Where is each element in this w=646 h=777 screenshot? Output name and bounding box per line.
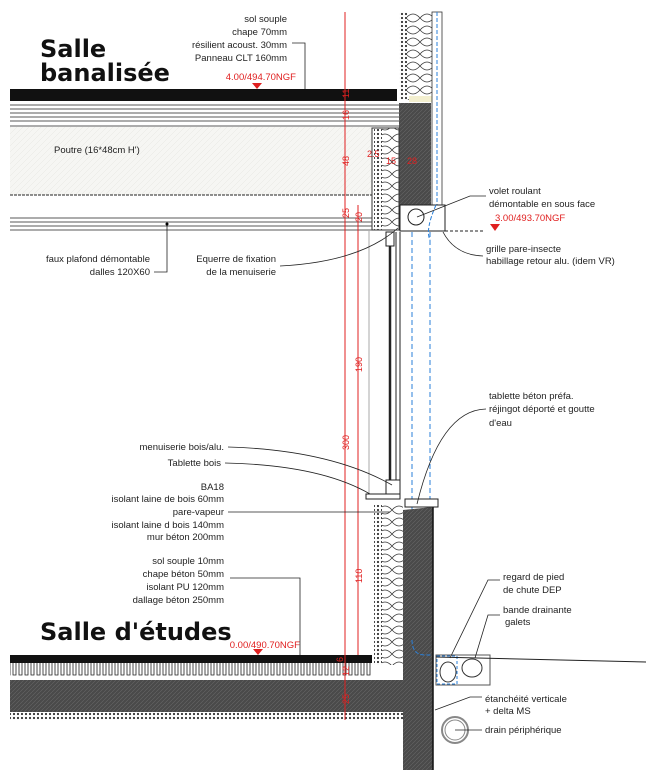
beam-label: Poutre (16*48cm H') bbox=[54, 145, 140, 156]
false-ceiling bbox=[10, 217, 372, 231]
svg-text:6: 6 bbox=[335, 657, 345, 662]
svg-text:chape béton 50mm: chape béton 50mm bbox=[143, 569, 224, 580]
shutter-annotation: volet roulant démontable en sous face bbox=[416, 186, 595, 218]
dimension-lines bbox=[344, 12, 359, 720]
level-marker-icon bbox=[490, 224, 500, 231]
concrete-sill bbox=[404, 498, 439, 508]
level-marker-icon bbox=[252, 83, 262, 89]
svg-text:48: 48 bbox=[341, 156, 351, 166]
svg-text:de chute DEP: de chute DEP bbox=[503, 585, 562, 596]
svg-text:dallage béton 250mm: dallage béton 250mm bbox=[133, 595, 224, 606]
svg-text:grille pare-insecte: grille pare-insecte bbox=[486, 244, 561, 255]
svg-text:drain périphérique: drain périphérique bbox=[485, 725, 562, 736]
wall-annotation: BA18 isolant laine de bois 60mm pare-vap… bbox=[112, 482, 390, 543]
title-upper-room: Salle bbox=[40, 35, 106, 63]
svg-text:résilient acoust. 30mm: résilient acoust. 30mm bbox=[192, 40, 287, 51]
svg-text:volet roulant: volet roulant bbox=[489, 186, 541, 197]
drainage-strip-annotation: bande drainante galets bbox=[474, 605, 572, 659]
svg-text:11: 11 bbox=[341, 89, 351, 98]
svg-text:+ delta MS: + delta MS bbox=[485, 706, 531, 717]
lower-wall bbox=[374, 505, 434, 770]
downpipe-annotation: regard de pied de chute DEP bbox=[449, 572, 564, 659]
joinery-annotation: menuiserie bois/alu. Tablette bois bbox=[140, 442, 393, 495]
title-upper-room: banalisée bbox=[40, 59, 170, 87]
svg-text:110: 110 bbox=[354, 569, 364, 583]
svg-text:BA18: BA18 bbox=[201, 482, 224, 493]
dimension-labels: 11 16 48 25 20 190 300 110 6 12 25 2.5 1… bbox=[335, 89, 417, 704]
svg-text:Panneau CLT 160mm: Panneau CLT 160mm bbox=[195, 53, 287, 64]
upper-wall bbox=[371, 11, 443, 231]
level-lower: 0.00/490.70NGF bbox=[230, 640, 300, 651]
svg-text:300: 300 bbox=[341, 435, 351, 450]
svg-text:galets: galets bbox=[505, 617, 531, 628]
svg-text:isolant laine d bois 140mm: isolant laine d bois 140mm bbox=[112, 520, 225, 531]
svg-text:d'eau: d'eau bbox=[489, 418, 512, 429]
drain-annotation: drain périphérique bbox=[455, 725, 562, 736]
svg-text:tablette béton préfa.: tablette béton préfa. bbox=[489, 391, 574, 402]
svg-text:réjingot déporté et goutte: réjingot déporté et goutte bbox=[489, 404, 595, 415]
svg-text:démontable en sous face: démontable en sous face bbox=[489, 199, 595, 210]
roller-shutter-box bbox=[399, 204, 485, 241]
svg-text:15: 15 bbox=[386, 156, 396, 166]
svg-text:20: 20 bbox=[354, 212, 364, 222]
gravel bbox=[435, 654, 491, 686]
svg-text:bande drainante: bande drainante bbox=[503, 605, 572, 616]
svg-text:2.5: 2.5 bbox=[367, 149, 380, 159]
svg-text:isolant laine de bois 60mm: isolant laine de bois 60mm bbox=[112, 494, 225, 505]
wood-sill bbox=[365, 493, 401, 500]
waterproofing-annotation: étanchéité verticale + delta MS bbox=[434, 694, 567, 717]
upper-floor-annotation: sol souple chape 70mm résilient acoust. … bbox=[192, 14, 306, 89]
svg-text:sol souple 10mm: sol souple 10mm bbox=[152, 556, 224, 567]
svg-text:Tablette bois: Tablette bois bbox=[168, 458, 222, 469]
svg-text:pare-vapeur: pare-vapeur bbox=[173, 507, 224, 518]
svg-text:sol souple: sol souple bbox=[244, 14, 287, 25]
title-lower-room: Salle d'études bbox=[40, 618, 232, 646]
svg-text:menuiserie bois/alu.: menuiserie bois/alu. bbox=[140, 442, 225, 453]
svg-text:habillage retour alu. (idem VR: habillage retour alu. (idem VR) bbox=[486, 256, 615, 267]
level-window-head: 3.00/493.70NGF bbox=[495, 213, 565, 224]
svg-text:28: 28 bbox=[407, 156, 417, 166]
level-marker-icon bbox=[253, 649, 263, 655]
ground-slab bbox=[10, 655, 403, 720]
ceiling-annotation: faux plafond démontable dalles 120X60 bbox=[46, 222, 169, 278]
svg-text:faux plafond démontable: faux plafond démontable bbox=[46, 254, 150, 265]
svg-text:chape 70mm: chape 70mm bbox=[232, 27, 287, 38]
svg-text:12: 12 bbox=[341, 666, 351, 676]
ground-floor-annotation: sol souple 10mm chape béton 50mm isolant… bbox=[133, 556, 301, 655]
svg-text:regard de pied: regard de pied bbox=[503, 572, 564, 583]
svg-text:25: 25 bbox=[341, 694, 351, 704]
upper-floor-slab bbox=[10, 89, 400, 127]
svg-text:Equerre de fixation: Equerre de fixation bbox=[196, 254, 276, 265]
svg-text:mur béton 200mm: mur béton 200mm bbox=[147, 532, 224, 543]
svg-text:16: 16 bbox=[341, 110, 351, 120]
svg-text:25: 25 bbox=[341, 208, 351, 218]
svg-text:isolant PU 120mm: isolant PU 120mm bbox=[146, 582, 224, 593]
beam bbox=[10, 127, 372, 195]
svg-text:dalles 120X60: dalles 120X60 bbox=[90, 267, 150, 278]
svg-text:190: 190 bbox=[354, 357, 364, 372]
concrete-sill-annotation: tablette béton préfa. réjingot déporté e… bbox=[416, 391, 595, 505]
grille-annotation: grille pare-insecte habillage retour alu… bbox=[442, 231, 615, 267]
level-upper: 4.00/494.70NGF bbox=[226, 72, 296, 83]
window-frame bbox=[368, 230, 401, 495]
svg-text:de la menuiserie: de la menuiserie bbox=[206, 267, 276, 278]
svg-text:étanchéité verticale: étanchéité verticale bbox=[485, 694, 567, 705]
ground-line bbox=[435, 656, 646, 663]
bracket-annotation: Equerre de fixation de la menuiserie bbox=[196, 227, 399, 278]
